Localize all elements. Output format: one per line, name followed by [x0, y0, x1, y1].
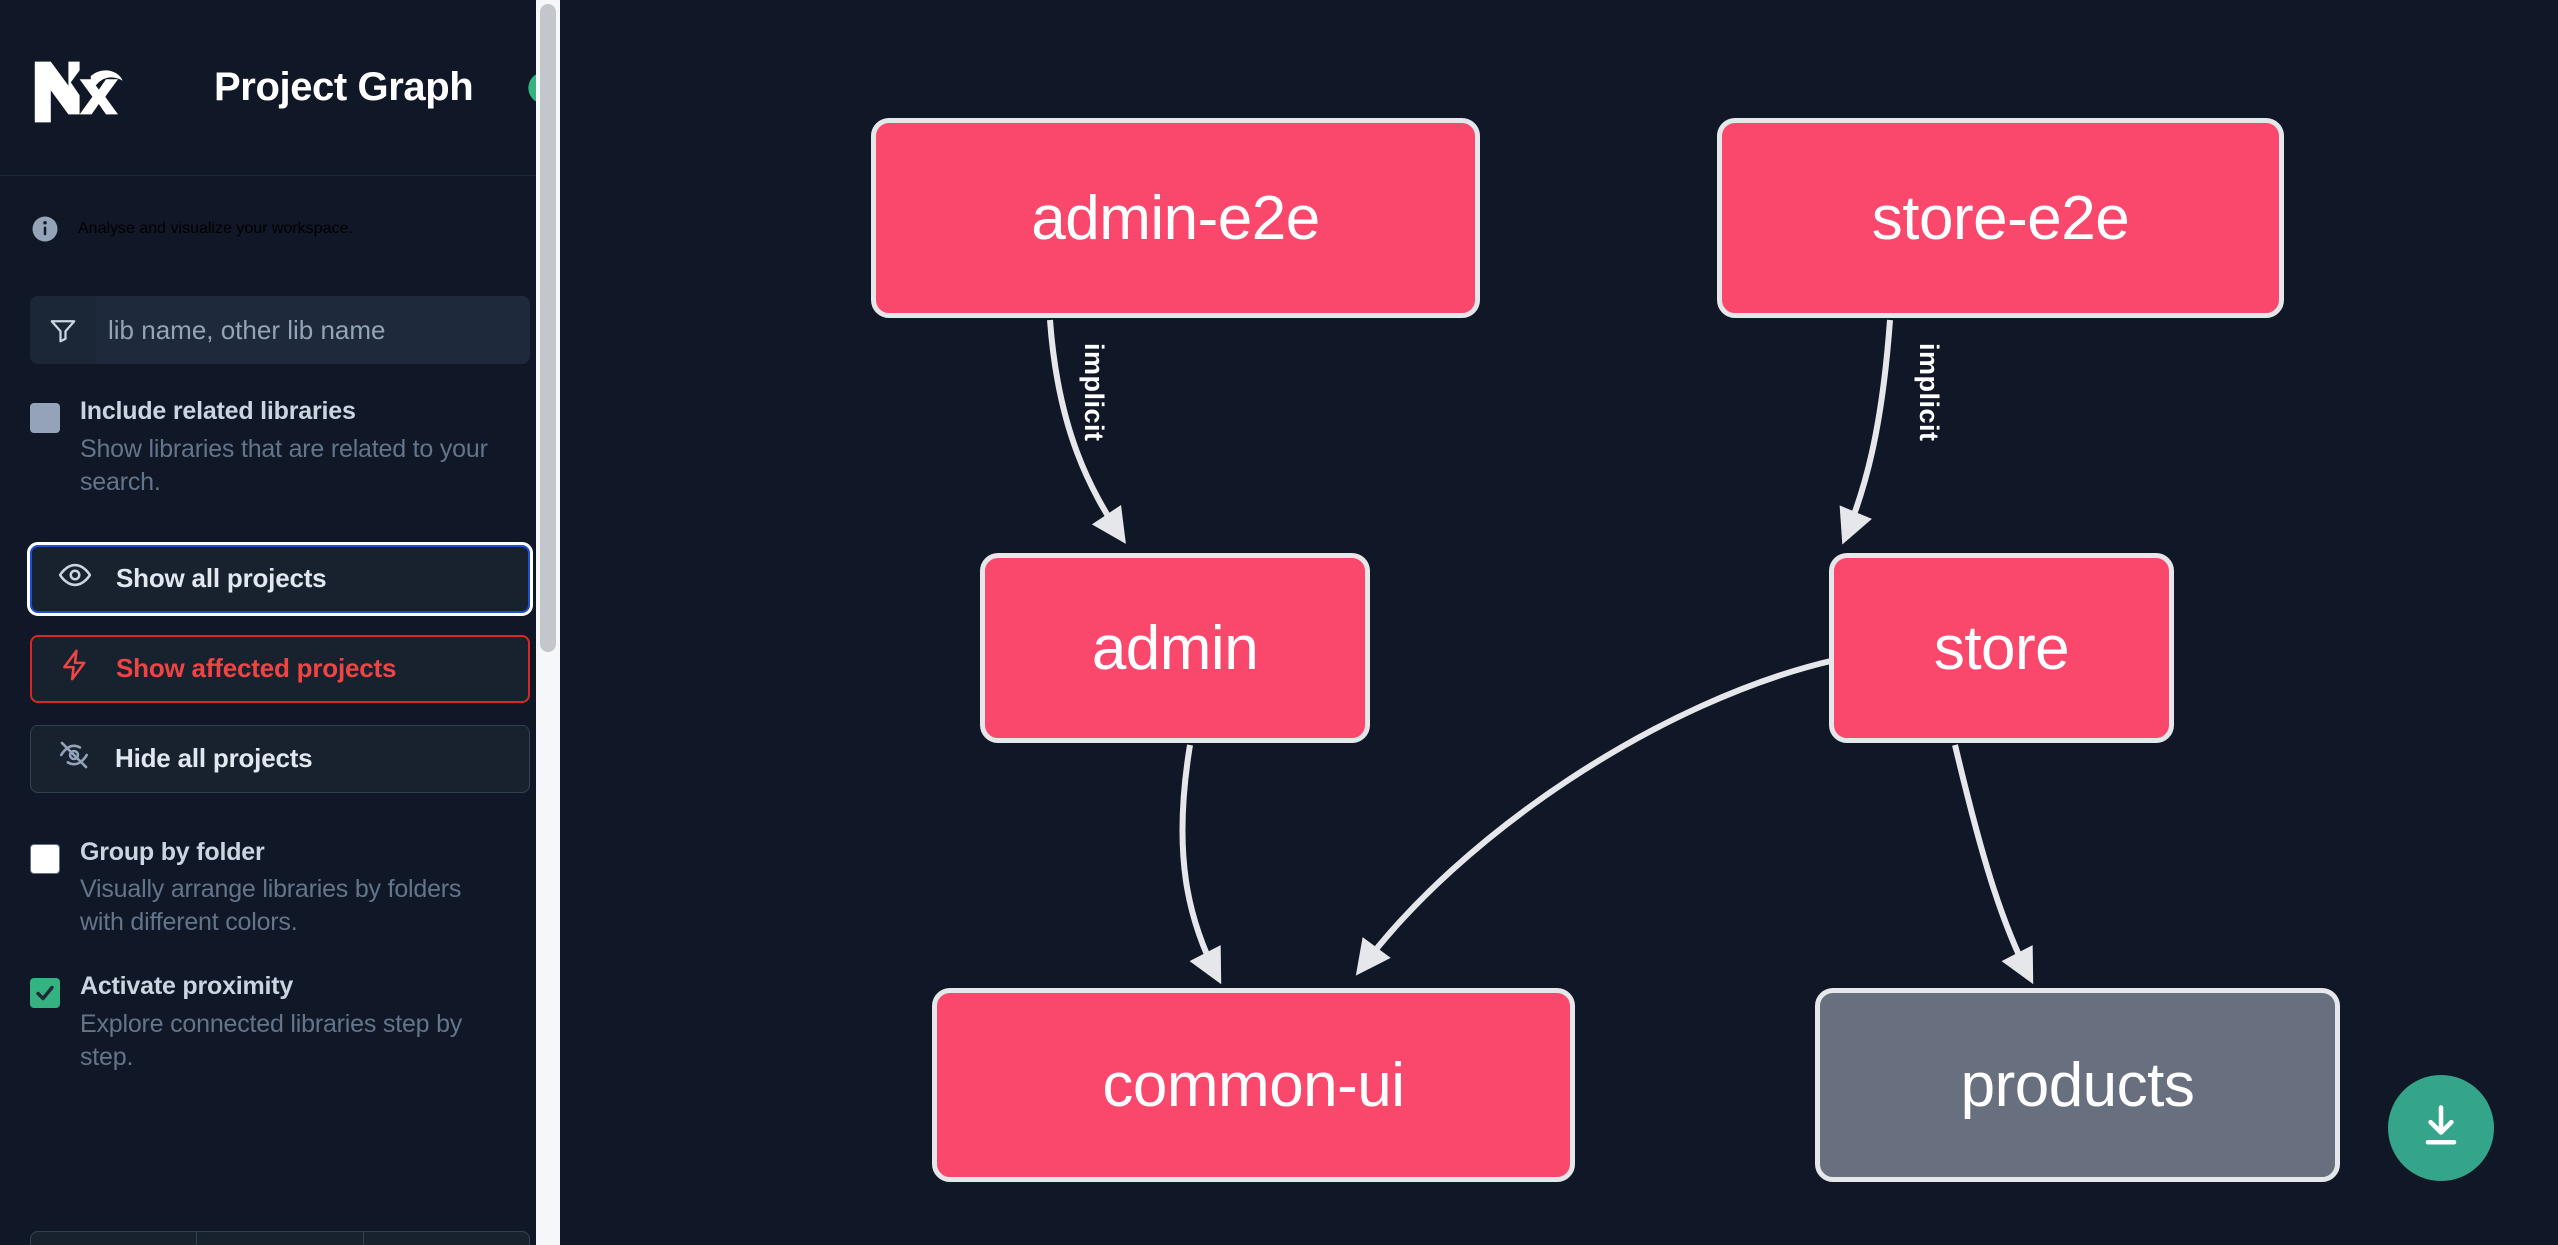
checkbox-label: Group by folder [80, 837, 265, 866]
checkbox-group-by-folder[interactable]: Group by folder Visually arrange librari… [30, 837, 530, 940]
checkbox-label: Activate proximity [80, 972, 294, 1000]
checkbox-unchecked-icon[interactable] [30, 843, 60, 874]
show-all-projects-button[interactable]: Show all projects [27, 541, 533, 616]
show-all-projects-label: Show all projects [116, 563, 327, 593]
checkbox-unchecked-icon[interactable] [30, 403, 60, 433]
hide-all-projects-button[interactable]: Hide all projects [30, 724, 530, 793]
sidebar-header: Project Graph [0, 0, 560, 176]
download-image-button[interactable] [2388, 1075, 2494, 1181]
sidebar: Project Graph Analyse and visualize your… [0, 0, 560, 1245]
workspace-hint: Analyse and visualize your workspace. [30, 214, 530, 244]
show-affected-projects-label: Show affected projects [116, 653, 397, 683]
download-icon [2415, 1100, 2467, 1157]
checkbox-activate-proximity[interactable]: Activate proximity Explore connected lib… [30, 972, 530, 1074]
segment-3[interactable] [364, 1232, 529, 1245]
segment-2[interactable] [197, 1232, 364, 1245]
graph-node-admin-e2e[interactable]: admin-e2e [871, 118, 1480, 318]
info-icon [30, 214, 60, 244]
project-visibility-buttons: Show all projects Show affected projects [27, 541, 533, 793]
graph-node-label: common-ui [1102, 1050, 1405, 1120]
checkbox-description: Show libraries that are related to your … [80, 434, 488, 496]
graph-node-admin[interactable]: admin [980, 553, 1370, 743]
checkbox-label: Include related libraries [80, 397, 356, 425]
graph-node-store-e2e[interactable]: store-e2e [1717, 118, 2284, 318]
lightning-bolt-icon [58, 648, 92, 689]
graph-node-label: store [1933, 613, 2070, 683]
sidebar-scrollbar-track[interactable] [536, 0, 560, 1245]
checkbox-include-related-libraries[interactable]: Include related libraries Show libraries… [30, 397, 530, 499]
graph-node-label: admin-e2e [1031, 183, 1320, 253]
segment-1[interactable] [31, 1232, 198, 1245]
show-affected-projects-button[interactable]: Show affected projects [30, 634, 530, 703]
checkbox-description: Explore connected libraries step by step… [80, 1009, 463, 1071]
checkbox-checked-icon[interactable] [30, 978, 60, 1008]
eye-icon [58, 558, 92, 599]
graph-node-common-ui[interactable]: common-ui [932, 988, 1575, 1182]
nx-logo [30, 52, 126, 124]
checkbox-description: Visually arrange libraries by folders wi… [80, 875, 462, 936]
bottom-segmented-control[interactable] [30, 1231, 530, 1245]
graph-node-label: products [1960, 1050, 2195, 1120]
sidebar-body: Analyse and visualize your workspace. In… [0, 214, 560, 1245]
graph-node-products[interactable]: products [1815, 988, 2340, 1182]
sidebar-scrollbar-thumb[interactable] [540, 4, 556, 652]
hide-all-projects-label: Hide all projects [115, 743, 313, 773]
graph-edges [1047, 319, 2034, 985]
workspace-hint-text: Analyse and visualize your workspace. [78, 220, 353, 237]
graph-node-label: admin [1091, 613, 1259, 683]
funnel-icon [30, 296, 96, 364]
graph-node-label: store-e2e [1871, 183, 2130, 253]
graph-node-store[interactable]: store [1829, 553, 2174, 743]
search-input[interactable] [96, 296, 530, 364]
page-title: Project Graph [214, 65, 474, 109]
graph-canvas[interactable]: admin-e2e store-e2e admin store common-u… [560, 0, 2558, 1245]
filter-bar [30, 296, 530, 364]
eye-slash-icon [57, 738, 91, 779]
